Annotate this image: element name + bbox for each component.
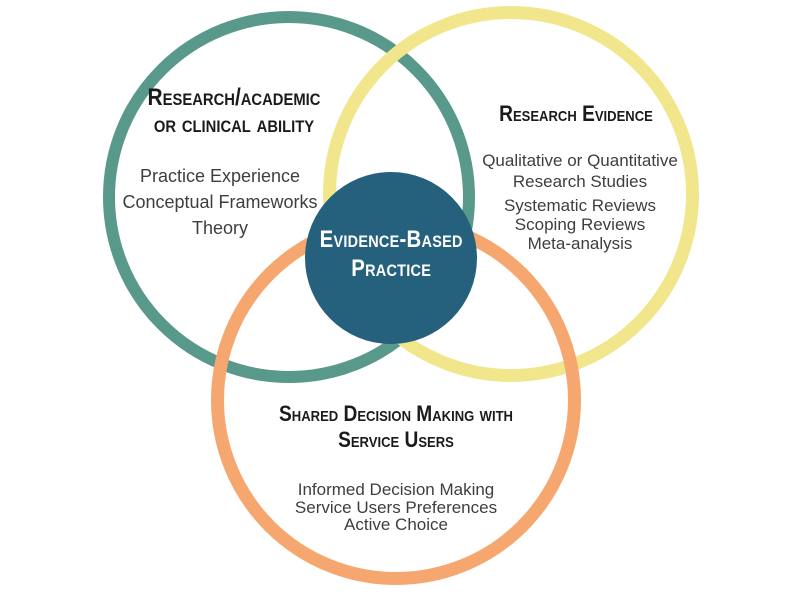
list-item: Research Studies [512,172,648,191]
research-evidence-items: Qualitative or Quantitative Research Stu… [460,150,700,253]
item-group: Systematic Reviews Scoping Reviews Meta-… [460,196,700,253]
evidence-based-practice-circle: Evidence-Based Practice [305,172,477,344]
list-item: Conceptual Frameworks [122,192,318,212]
heading-line: or clinical ability [153,111,315,138]
research-academic-items: Practice Experience Conceptual Framework… [100,163,340,241]
center-label-line: Practice [351,255,431,282]
list-item: Active Choice [344,515,448,534]
list-item: Meta-analysis [527,234,633,253]
list-item: Scoping Reviews [514,215,646,234]
center-label-line: Evidence-Based [319,226,463,253]
research-evidence-heading: Research Evidence [472,101,681,126]
list-item: Service Users Preferences [294,497,498,517]
list-item: Informed Decision Making [297,480,495,499]
list-item: Systematic Reviews [503,196,657,215]
heading-line: Research Evidence [499,101,653,126]
item-group: Qualitative or Quantitative Research Stu… [460,150,700,192]
shared-decision-heading: Shared Decision Making with Service User… [261,401,531,453]
heading-line: Shared Decision Making with [279,401,513,426]
list-item: Theory [191,218,249,238]
heading-line: Service Users [338,427,454,452]
list-item: Practice Experience [139,166,301,186]
evidence-based-practice-label: Evidence-Based Practice [319,225,462,283]
list-item: Qualitative or Quantitative [482,151,678,170]
research-academic-heading: Research/academic or clinical ability [121,84,347,138]
heading-line: Research/academic [147,84,321,111]
shared-decision-items: Informed Decision Making Service Users P… [276,481,516,534]
